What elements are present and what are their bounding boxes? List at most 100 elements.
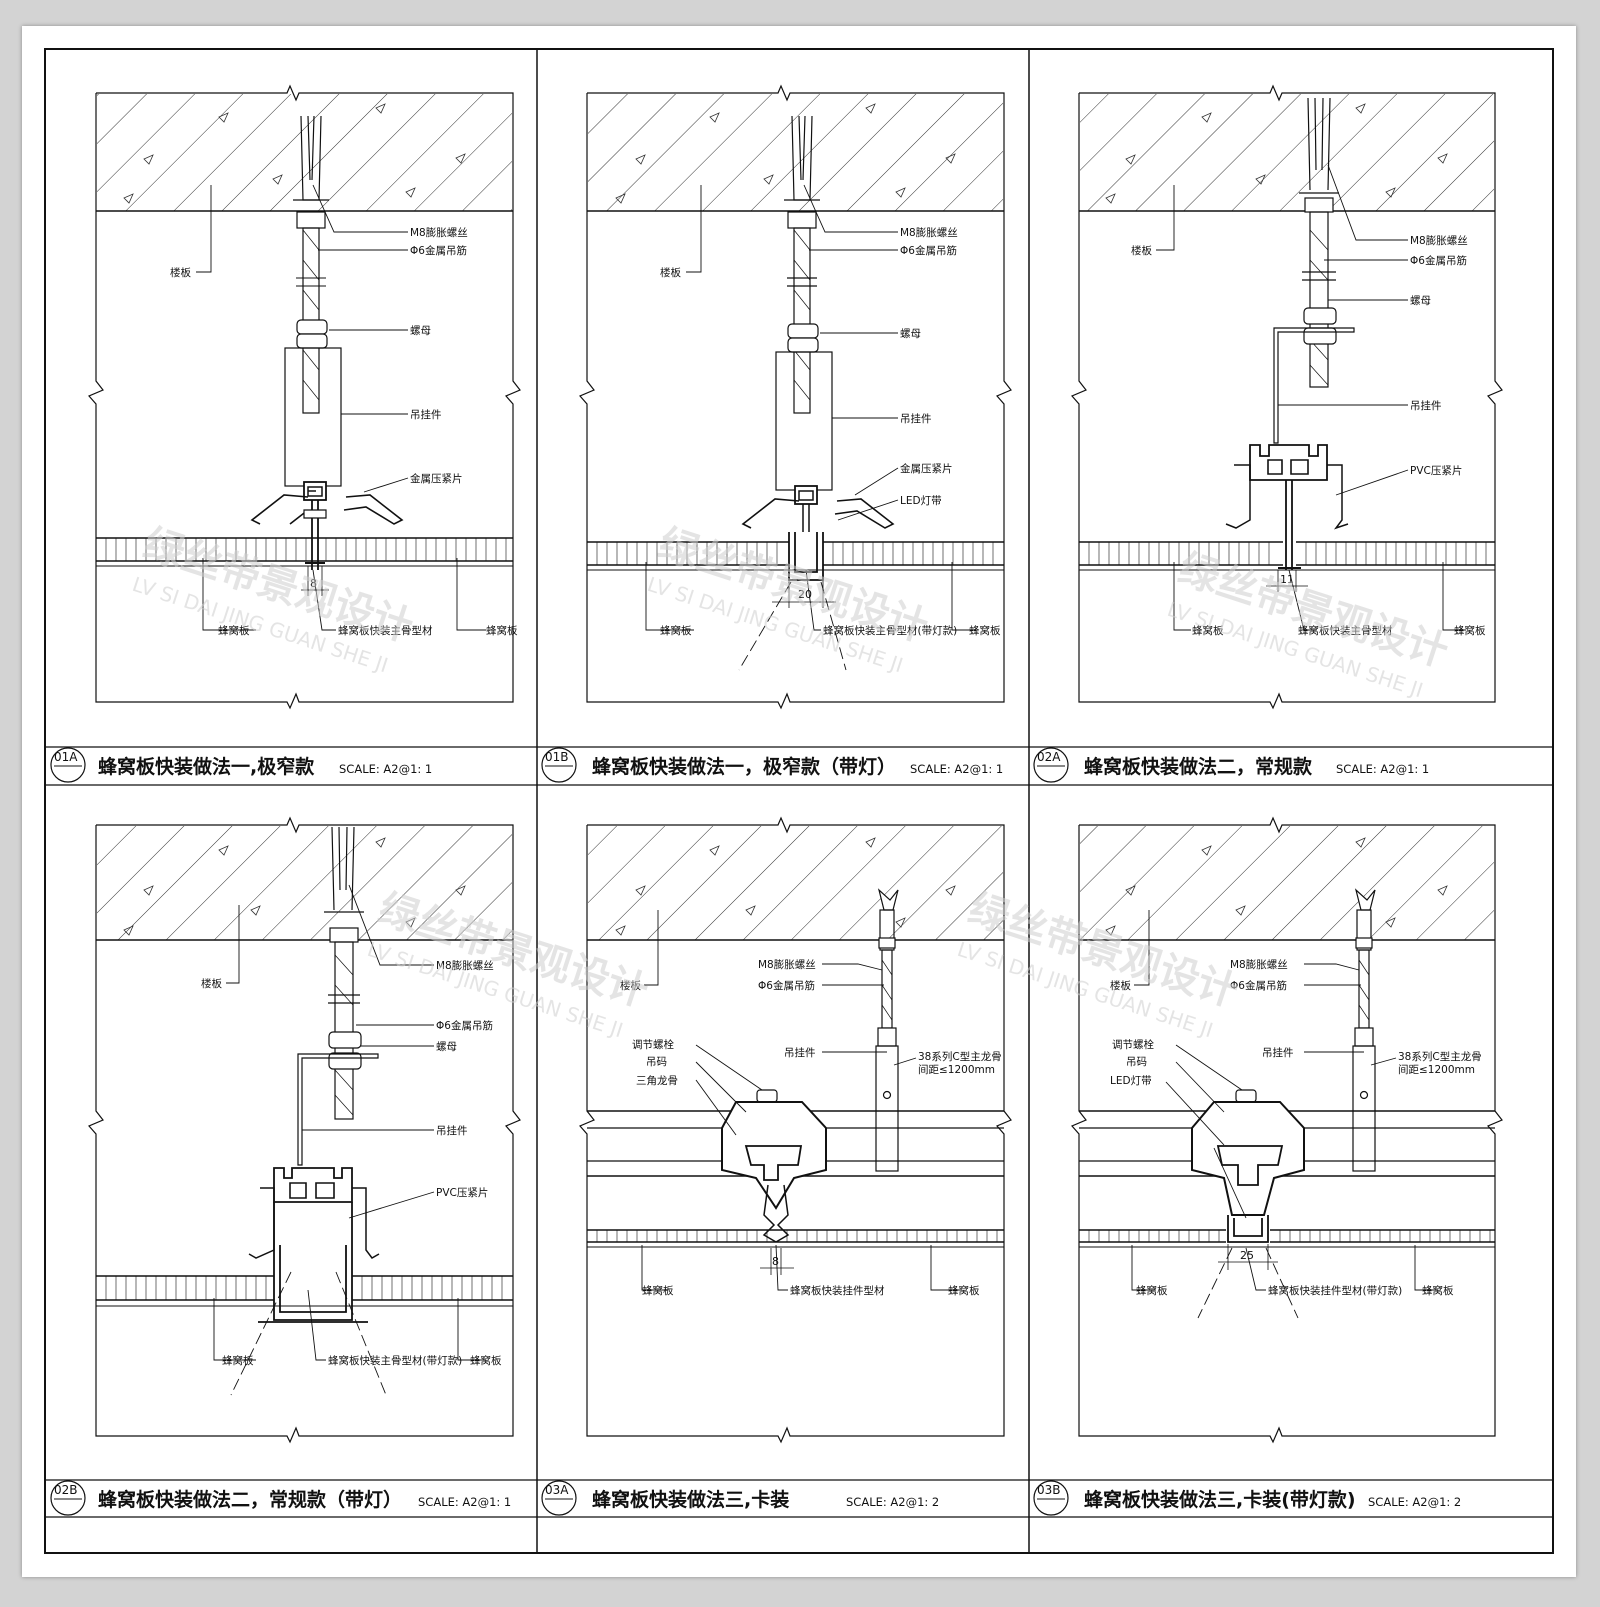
label-led: LED灯带 — [1110, 1075, 1152, 1087]
label-adjust: 调节螺栓 — [1112, 1038, 1154, 1051]
label-channel: 38系列C型主龙骨 — [1398, 1050, 1482, 1063]
concrete-slab — [587, 94, 1004, 212]
concrete-slab — [1079, 94, 1495, 212]
hanger-assembly — [250, 115, 404, 570]
label-slab: 楼板 — [660, 266, 681, 279]
label-bolt: M8膨胀螺丝 — [436, 959, 494, 972]
title-block: 01A 蜂窝板快装做法一,极窄款 SCALE: A2@1: 1 — [50, 747, 432, 783]
panel-title: 蜂窝板快装做法三,卡装 — [592, 1488, 789, 1511]
label-rod: Φ6金属吊筋 — [758, 979, 815, 992]
light-beam — [1197, 1247, 1299, 1319]
label-right-panel: 蜂窝板 — [948, 1284, 980, 1297]
label-clip: 金属压紧片 — [900, 462, 953, 475]
hanger-assembly — [587, 888, 1004, 1243]
panel-scale: SCALE: A2@1: 1 — [418, 1495, 511, 1509]
concrete-slab — [96, 94, 513, 212]
panel-scale: SCALE: A2@1: 2 — [846, 1495, 939, 1509]
label-nut: 螺母 — [436, 1041, 457, 1053]
label-rod: Φ6金属吊筋 — [1230, 979, 1287, 992]
dimension — [1218, 1244, 1278, 1270]
honeycomb-panels — [96, 537, 513, 567]
label-bolt: M8膨胀螺丝 — [410, 226, 468, 239]
label-hanger: 吊挂件 — [1262, 1046, 1294, 1059]
label-right-panel: 蜂窝板 — [969, 624, 1001, 637]
dimension-value: 8 — [310, 577, 317, 590]
label-channel: 38系列C型主龙骨 — [918, 1050, 1002, 1063]
drawing-frame: 8 楼板 M8膨胀螺丝 Φ6金属吊筋 螺母 吊挂件 金属压紧片 蜂窝板 蜂窝板快… — [44, 48, 1554, 1554]
label-rod: Φ6金属吊筋 — [436, 1019, 493, 1032]
label-slab: 楼板 — [620, 979, 641, 992]
label-right-panel: 蜂窝板 — [486, 624, 518, 637]
dimension — [1266, 570, 1308, 592]
label-profile: 蜂窝板快装主骨型材 — [338, 624, 433, 637]
concrete-slab — [587, 826, 1004, 941]
label-left-panel: 蜂窝板 — [218, 624, 250, 637]
label-profile: 蜂窝板快装挂件型材(带灯款) — [1268, 1284, 1402, 1297]
panel-id: 01B — [545, 750, 569, 764]
dimension-value: 25 — [1240, 1249, 1254, 1262]
label-clip: PVC压紧片 — [1410, 464, 1462, 477]
panel-scale: SCALE: A2@1: 2 — [1368, 1495, 1461, 1509]
label-slab: 楼板 — [201, 977, 222, 990]
label-bolt: M8膨胀螺丝 — [758, 958, 816, 971]
label-nut: 螺母 — [1410, 295, 1431, 307]
label-profile: 蜂窝板快装主骨型材 — [1298, 624, 1393, 637]
label-bolt: M8膨胀螺丝 — [1410, 234, 1468, 247]
honeycomb-panels — [96, 1275, 513, 1307]
label-slab: 楼板 — [1110, 979, 1132, 992]
title-block: 01B 蜂窝板快装做法一，极窄款（带灯） SCALE: A2@1: 1 — [541, 747, 1003, 783]
label-hanger: 吊挂件 — [410, 408, 442, 421]
honeycomb-panels — [587, 1229, 1004, 1248]
label-clip: 金属压紧片 — [410, 472, 463, 485]
panel-id: 03A — [545, 1483, 569, 1497]
label-profile: 蜂窝板快装主骨型材(带灯款) — [328, 1354, 462, 1367]
panel-id: 01A — [54, 750, 78, 764]
label-bolt: M8膨胀螺丝 — [900, 226, 958, 239]
label-code: 吊码 — [1126, 1056, 1147, 1068]
leaders — [1131, 910, 1438, 1291]
panel-title: 蜂窝板快装做法一,极窄款 — [98, 755, 315, 778]
concrete-slab — [1079, 826, 1495, 941]
label-hanger: 吊挂件 — [1410, 399, 1442, 412]
dimension-value: 8 — [772, 1255, 779, 1268]
light-beam — [230, 1271, 387, 1396]
label-left-panel: 蜂窝板 — [222, 1354, 254, 1367]
label-nut: 螺母 — [410, 325, 431, 337]
panel-title: 蜂窝板快装做法二，常规款 — [1084, 755, 1313, 778]
label-profile: 蜂窝板快装挂件型材 — [790, 1284, 885, 1297]
panel-03a: 8 楼板 M8膨胀螺丝 Φ6金属吊筋 吊挂件 38系列C型主龙骨 间距≤1200… — [541, 816, 1012, 1516]
leaders — [213, 884, 486, 1361]
label-clip: PVC压紧片 — [436, 1186, 488, 1199]
label-code: 吊码 — [646, 1056, 667, 1068]
panel-01b: 20 楼板 M8膨胀螺丝 Φ6金属吊筋 螺母 吊挂件 金属压紧片 LED灯带 蜂… — [541, 84, 1012, 783]
title-block: 03A 蜂窝板快装做法三,卡装 SCALE: A2@1: 2 — [541, 1480, 939, 1516]
hanger-assembly — [741, 115, 895, 581]
label-right-panel: 蜂窝板 — [1454, 624, 1486, 637]
label-spacing: 间距≤1200mm — [1398, 1063, 1475, 1076]
label-hanger: 吊挂件 — [436, 1124, 468, 1137]
panel-grid — [46, 50, 1552, 1552]
honeycomb-panels — [1079, 1229, 1495, 1248]
panel-02b: 楼板 M8膨胀螺丝 Φ6金属吊筋 螺母 吊挂件 PVC压紧片 蜂窝板 蜂窝板快装… — [50, 816, 521, 1516]
label-tri: 三角龙骨 — [636, 1074, 678, 1087]
panel-id: 02A — [1037, 750, 1061, 764]
label-adjust: 调节螺栓 — [632, 1038, 674, 1051]
label-slab: 楼板 — [1131, 244, 1153, 257]
label-rod: Φ6金属吊筋 — [1410, 254, 1467, 267]
hanger-assembly — [1079, 888, 1495, 1243]
label-hanger: 吊挂件 — [900, 412, 932, 425]
panel-title: 蜂窝板快装做法二，常规款（带灯） — [98, 1488, 402, 1511]
leaders — [645, 184, 976, 631]
label-nut: 螺母 — [900, 328, 921, 340]
label-left-panel: 蜂窝板 — [660, 624, 692, 637]
label-bolt: M8膨胀螺丝 — [1230, 958, 1288, 971]
drawing-sheet: 8 楼板 M8膨胀螺丝 Φ6金属吊筋 螺母 吊挂件 金属压紧片 蜂窝板 蜂窝板快… — [22, 26, 1576, 1577]
hanger-assembly — [1225, 97, 1355, 570]
label-right-panel: 蜂窝板 — [1422, 1284, 1454, 1297]
panel-title: 蜂窝板快装做法三,卡装(带灯款) — [1084, 1488, 1356, 1511]
panel-scale: SCALE: A2@1: 1 — [1336, 762, 1429, 776]
label-left-panel: 蜂窝板 — [1136, 1284, 1168, 1297]
honeycomb-panels — [587, 541, 1004, 571]
title-block: 02B 蜂窝板快装做法二，常规款（带灯） SCALE: A2@1: 1 — [50, 1480, 511, 1516]
label-left-panel: 蜂窝板 — [1192, 624, 1224, 637]
